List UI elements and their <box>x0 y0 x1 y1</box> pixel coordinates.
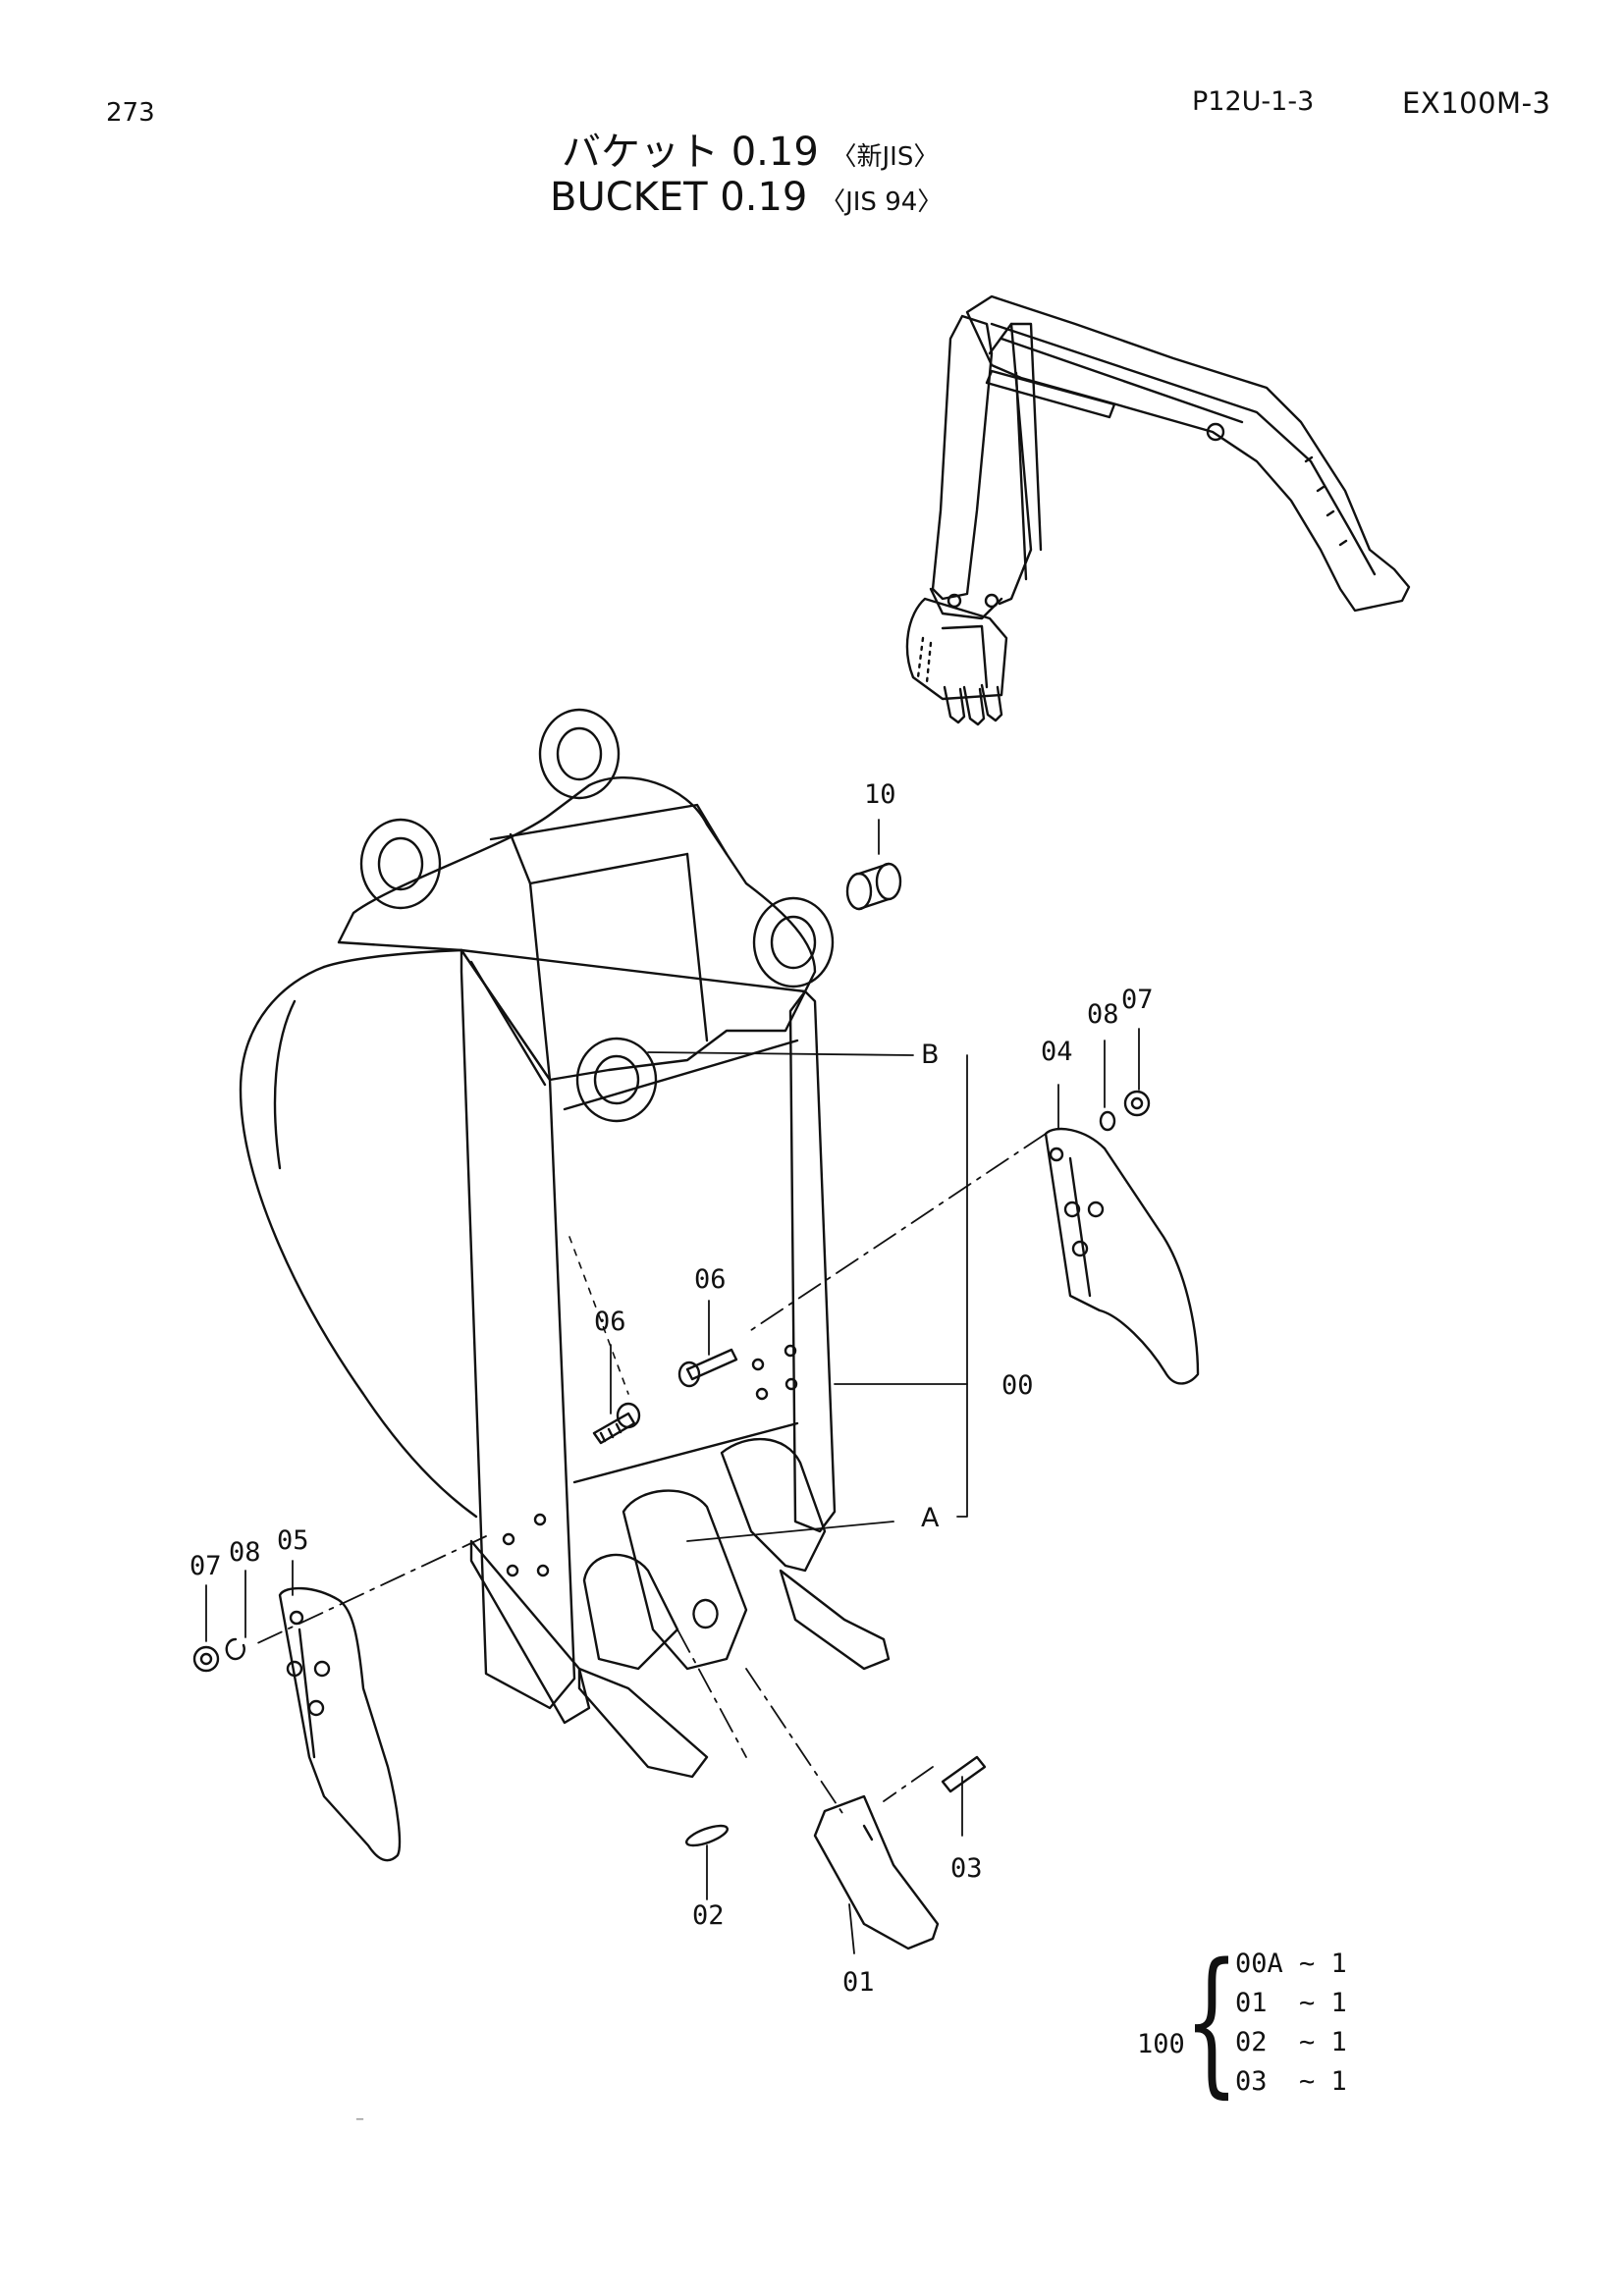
teeth-adapters <box>577 1437 987 1950</box>
reference-code: P12U-1-3 <box>1192 86 1315 117</box>
callout-08-right: 08 <box>1087 999 1119 1030</box>
reference-letter-a: A <box>921 1503 940 1533</box>
callout-06-upper: 06 <box>694 1264 727 1295</box>
title-japanese-standard: 〈新JIS〉 <box>831 142 940 172</box>
footer-mark: – <box>355 2109 364 2129</box>
title-english-main: BUCKET 0.19 <box>550 175 808 220</box>
callout-04: 04 <box>1041 1037 1073 1067</box>
kit-id: 100 <box>1137 2029 1185 2059</box>
side-cutter-left <box>278 1586 402 1862</box>
kit-row: 02 ~ 1 <box>1235 2027 1347 2057</box>
callout-02: 02 <box>692 1900 725 1931</box>
callout-10: 10 <box>864 779 896 810</box>
machine-model: EX100M-3 <box>1402 86 1551 120</box>
excavator-arm-overview <box>905 294 1411 726</box>
title-english: BUCKET 0.19 〈JIS 94〉 <box>550 175 943 220</box>
title-english-standard: 〈JIS 94〉 <box>820 187 944 217</box>
callout-07-left: 07 <box>189 1551 222 1581</box>
kit-row: 01 ~ 1 <box>1235 1988 1347 2018</box>
title-japanese-main: バケット 0.19 <box>562 130 819 175</box>
assembly-centerlines <box>254 1133 1047 1817</box>
page-number: 273 <box>106 98 155 128</box>
kit-row: 03 ~ 1 <box>1235 2066 1347 2097</box>
hardware-parts <box>192 862 1151 1673</box>
leader-lines <box>205 819 1140 1954</box>
kit-brace: { <box>1184 1929 1239 2112</box>
callout-07-right: 07 <box>1121 985 1154 1015</box>
title-japanese: バケット 0.19 〈新JIS〉 <box>562 120 939 177</box>
bucket-bracket <box>337 708 835 1123</box>
callout-01: 01 <box>842 1967 875 1998</box>
callout-06-lower: 06 <box>594 1307 626 1337</box>
callout-00: 00 <box>1001 1370 1034 1401</box>
side-cutter-right <box>1044 1127 1200 1385</box>
callout-08-left: 08 <box>229 1537 261 1568</box>
kit-row: 00A ~ 1 <box>1235 1949 1347 1979</box>
reference-letter-b: B <box>921 1040 940 1070</box>
callout-05: 05 <box>277 1525 309 1556</box>
callout-03: 03 <box>950 1853 983 1884</box>
